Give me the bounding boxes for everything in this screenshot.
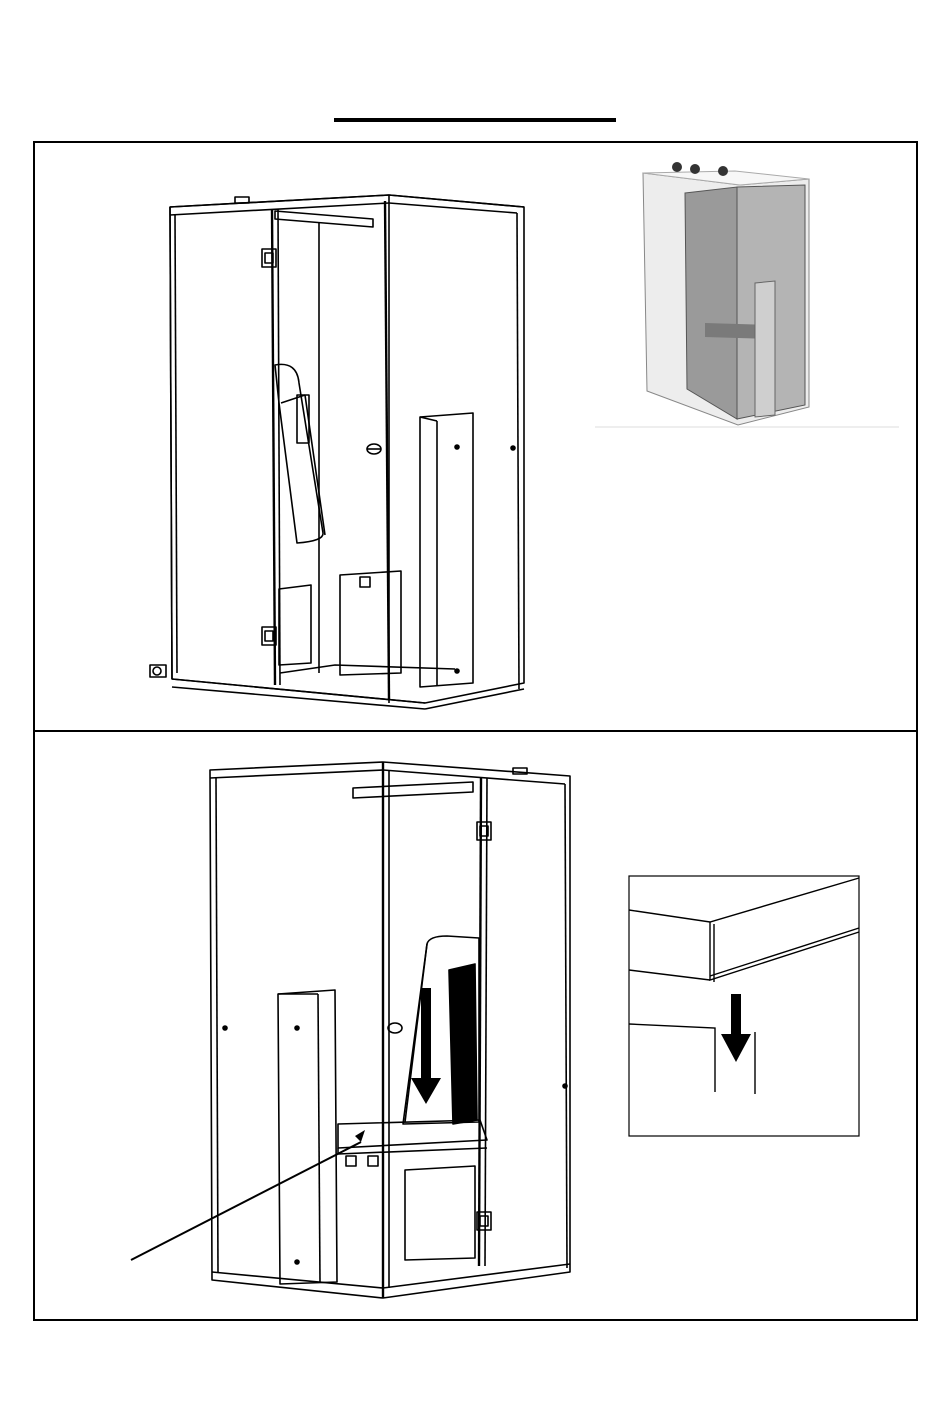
- step-2-illustration: [35, 732, 916, 1319]
- down-arrow: [411, 988, 441, 1104]
- pointer-arrowhead: [355, 1130, 365, 1142]
- step-1-illustration: [35, 143, 916, 730]
- sauna-cabin-photo: [595, 162, 899, 427]
- step-1-panel: [33, 141, 918, 732]
- step-2-panel: [33, 730, 918, 1321]
- title-underline: [334, 118, 616, 122]
- sauna-cabin-front-drawing: [150, 195, 524, 709]
- sauna-cabin-rear-drawing: [131, 762, 570, 1298]
- bench-slot-detail: [629, 876, 859, 1136]
